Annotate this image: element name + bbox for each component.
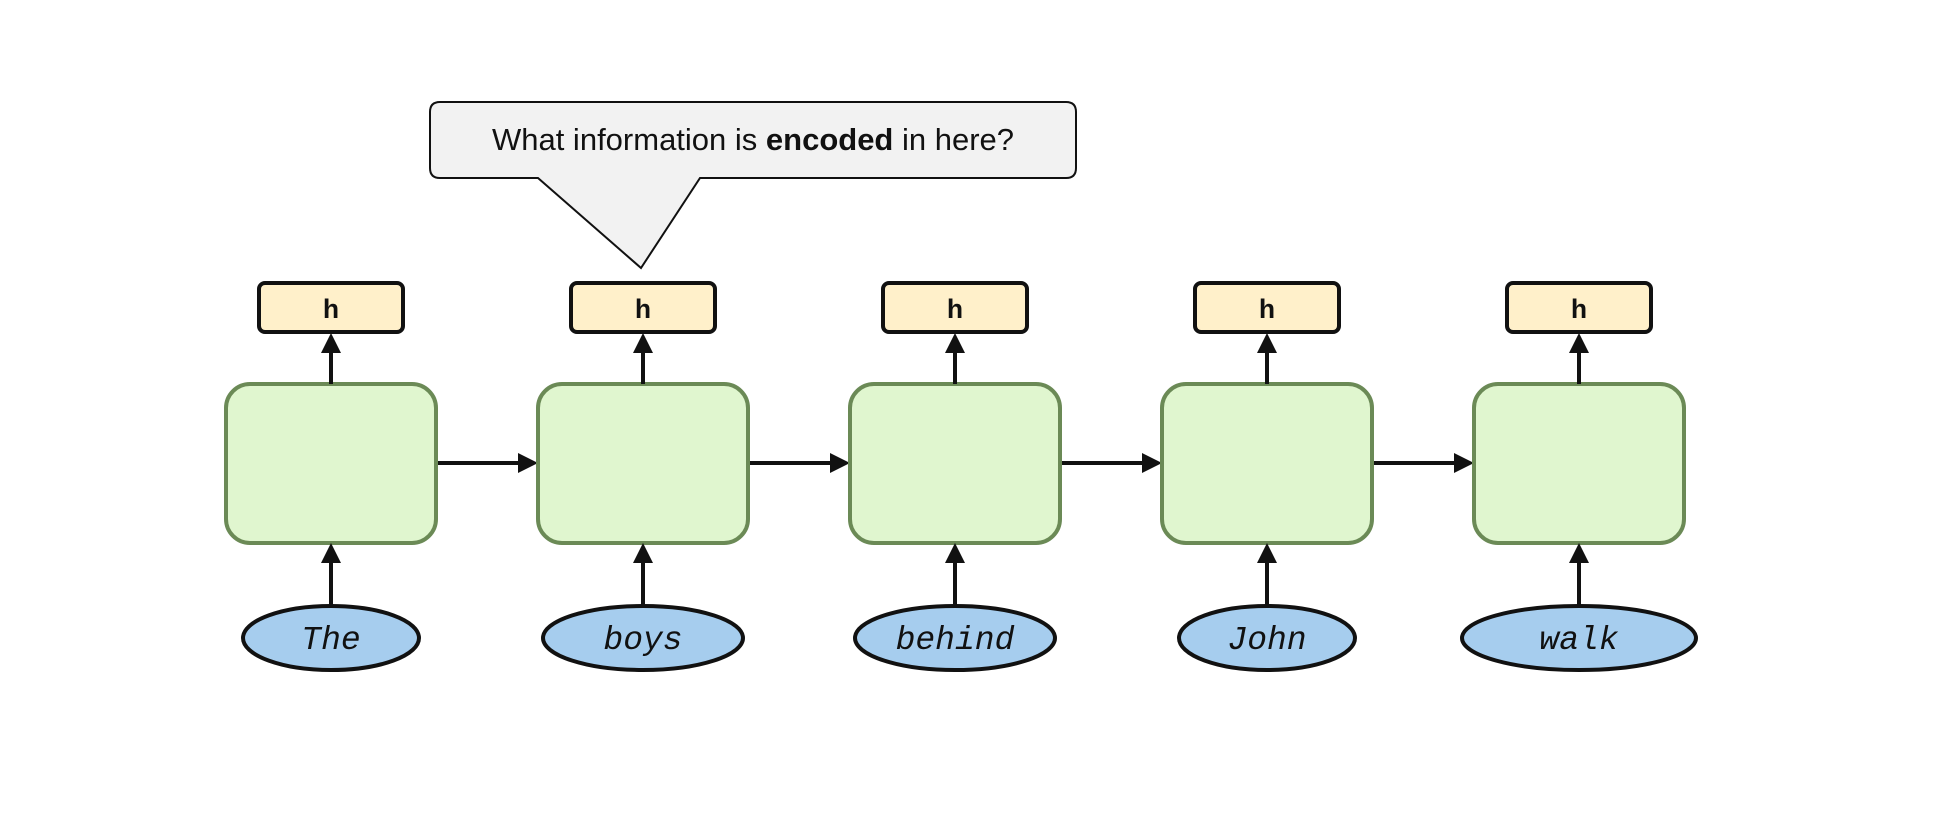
rnn-cell — [224, 382, 438, 545]
hidden-state-box — [569, 281, 717, 334]
hidden-state-box — [881, 281, 1029, 334]
rnn-cell — [536, 382, 750, 545]
rnn-cell — [1472, 382, 1686, 545]
input-arrow — [1257, 543, 1277, 607]
output-arrow — [945, 333, 965, 384]
rnn-cell — [1160, 382, 1374, 545]
hidden-state-box — [1193, 281, 1341, 334]
input-arrow — [945, 543, 965, 607]
input-arrow-head — [945, 543, 965, 563]
input-arrow-head — [1257, 543, 1277, 563]
input-word-label: walk — [1539, 622, 1618, 659]
input-word-label: behind — [896, 622, 1015, 659]
recurrent-arrow-3-head — [1142, 453, 1162, 473]
recurrent-arrow-4 — [1372, 453, 1474, 473]
recurrent-arrow-4-head — [1454, 453, 1474, 473]
input-word-label: John — [1227, 622, 1306, 659]
input-arrow — [321, 543, 341, 607]
input-arrow-head — [633, 543, 653, 563]
callout-bubble: What information is encoded in here? — [429, 101, 1077, 270]
input-word-node — [853, 604, 1057, 672]
recurrent-arrow-2-head — [830, 453, 850, 473]
recurrent-arrow-1 — [436, 453, 538, 473]
recurrent-arrow-3 — [1060, 453, 1162, 473]
output-arrow-head — [321, 333, 341, 353]
callout-shape — [429, 101, 1077, 270]
input-arrow — [1569, 543, 1589, 607]
input-word-node — [1177, 604, 1357, 672]
rnn-step-5: h walk — [1460, 281, 1698, 672]
callout-text-bold: encoded — [766, 122, 893, 157]
input-arrow-head — [321, 543, 341, 563]
output-arrow-head — [945, 333, 965, 353]
output-arrow — [321, 333, 341, 384]
rnn-step-3: h behind — [848, 281, 1162, 672]
output-arrow-head — [1569, 333, 1589, 353]
recurrent-arrow-1-head — [518, 453, 538, 473]
hidden-state-label: h — [1571, 297, 1587, 327]
input-word-node — [1460, 604, 1698, 672]
input-word-label: The — [301, 622, 360, 659]
hidden-state-label: h — [1259, 297, 1275, 327]
callout-text-before: What information is — [492, 122, 766, 157]
hidden-state-box — [257, 281, 405, 334]
rnn-cell — [848, 382, 1062, 545]
input-word-label: boys — [603, 622, 682, 659]
input-word-node — [241, 604, 421, 672]
output-arrow-head — [633, 333, 653, 353]
rnn-step-2: h boys — [536, 281, 850, 672]
output-arrow-head — [1257, 333, 1277, 353]
hidden-state-label: h — [635, 297, 651, 327]
input-arrow — [633, 543, 653, 607]
output-arrow — [1257, 333, 1277, 384]
hidden-state-label: h — [947, 297, 963, 327]
recurrent-arrow-2 — [748, 453, 850, 473]
callout-question: What information is encoded in here? — [492, 122, 1014, 157]
input-word-node — [541, 604, 745, 672]
output-arrow — [633, 333, 653, 384]
hidden-state-box — [1505, 281, 1653, 334]
hidden-state-label: h — [323, 297, 339, 327]
input-arrow-head — [1569, 543, 1589, 563]
callout-text-after: in here? — [893, 122, 1014, 157]
output-arrow — [1569, 333, 1589, 384]
